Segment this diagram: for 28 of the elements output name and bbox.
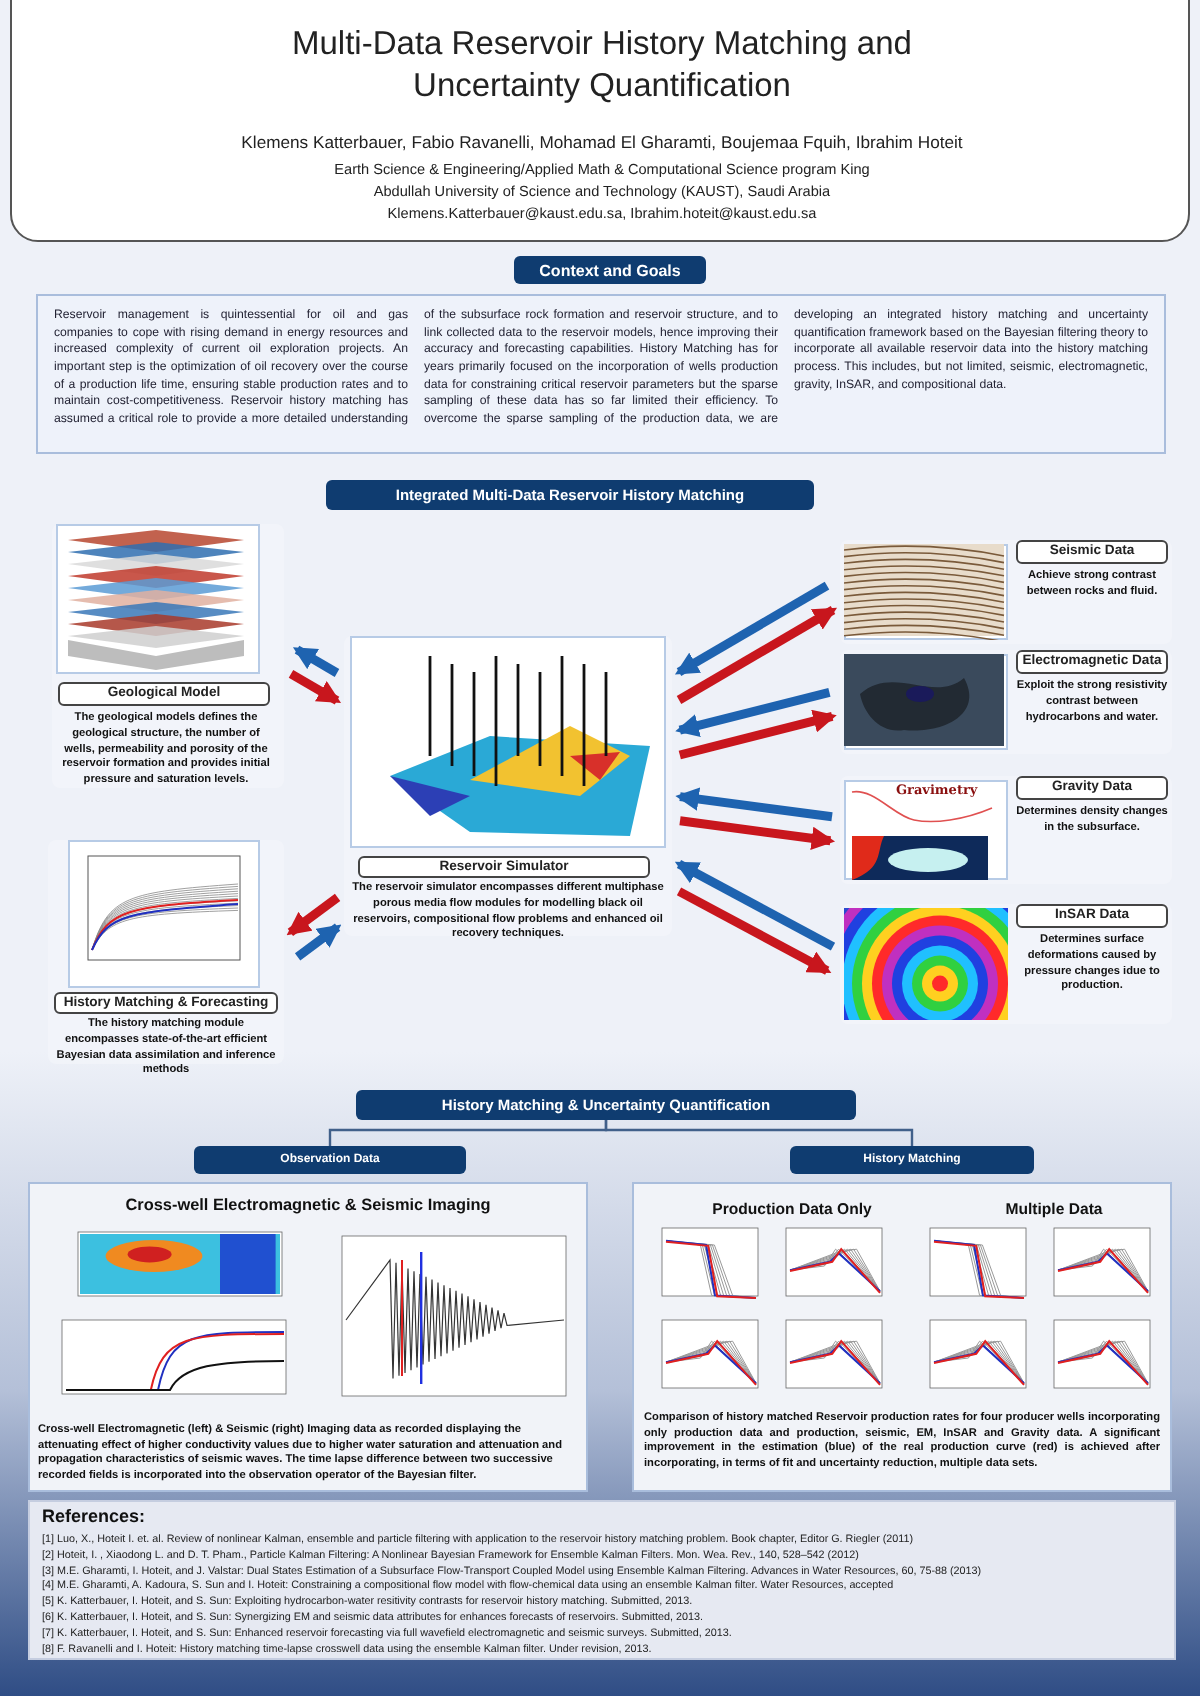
references-heading: References: xyxy=(42,1506,146,1526)
arrow xyxy=(674,860,836,951)
arrow xyxy=(679,816,836,850)
arrow xyxy=(678,709,837,760)
figure-panel xyxy=(632,1182,1172,1492)
arrow xyxy=(675,787,833,822)
module-panel xyxy=(840,540,1172,644)
arrow xyxy=(675,688,831,737)
arrow xyxy=(676,887,832,975)
figure-title: Cross-well Electromagnetic & Seismic Imaging xyxy=(123,1196,493,1214)
connector-line xyxy=(604,1120,914,1146)
references-panel xyxy=(28,1500,1176,1660)
arrow xyxy=(674,581,830,677)
arrow xyxy=(292,645,340,677)
arrow xyxy=(288,669,342,705)
section-header: Context and Goals xyxy=(514,256,706,284)
module-panel xyxy=(52,524,284,788)
arrow xyxy=(286,893,341,936)
arrow xyxy=(676,606,838,704)
author-list: Klemens Katterbauer, Fabio Ravanelli, Mohamad El Gharamti, Boujemaa Fquih, Ibrahim Hoteit xyxy=(52,132,1152,152)
arrow xyxy=(294,923,342,961)
poster-title: Multi-Data Reservoir History Matching and Uncertainty Quantification xyxy=(290,24,914,109)
module-panel xyxy=(840,650,1172,754)
module-panel xyxy=(840,904,1172,1024)
module-panel xyxy=(840,776,1172,884)
module-panel xyxy=(344,636,672,936)
title-panel xyxy=(10,0,1190,242)
figure-panel xyxy=(28,1182,588,1492)
